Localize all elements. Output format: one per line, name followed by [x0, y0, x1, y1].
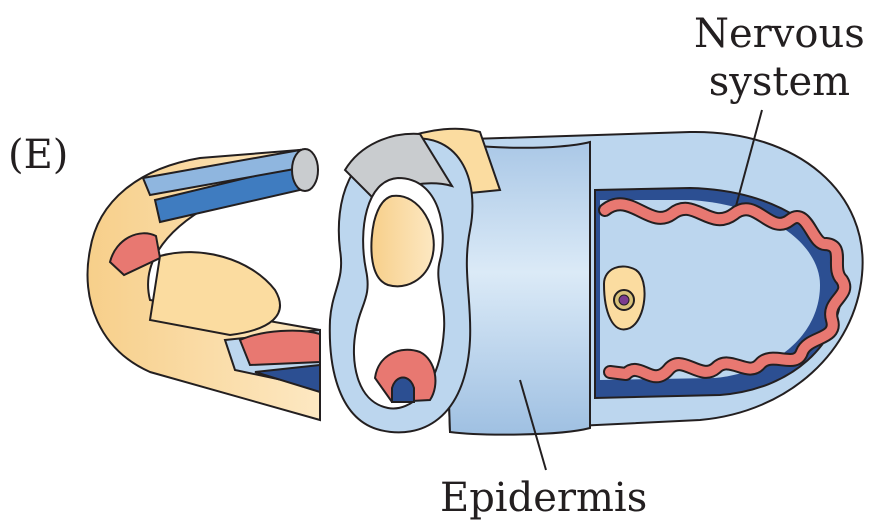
posterior-segment — [330, 129, 863, 435]
nervous-label-line2: system — [694, 58, 865, 106]
nervous-label-line1: Nervous — [694, 10, 865, 58]
nervous-system-label: Nervous system — [694, 10, 865, 106]
epidermis-label: Epidermis — [440, 478, 647, 518]
panel-label: (E) — [8, 135, 68, 175]
anterior-segment — [88, 149, 321, 420]
